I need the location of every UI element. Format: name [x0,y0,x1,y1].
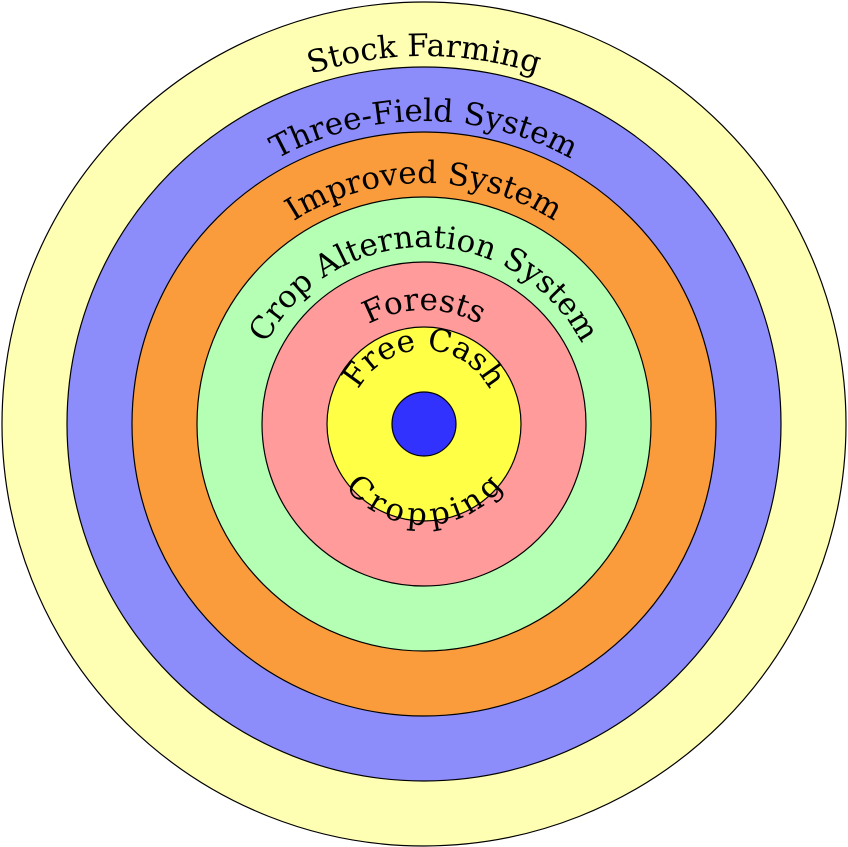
center-town [391,391,457,457]
